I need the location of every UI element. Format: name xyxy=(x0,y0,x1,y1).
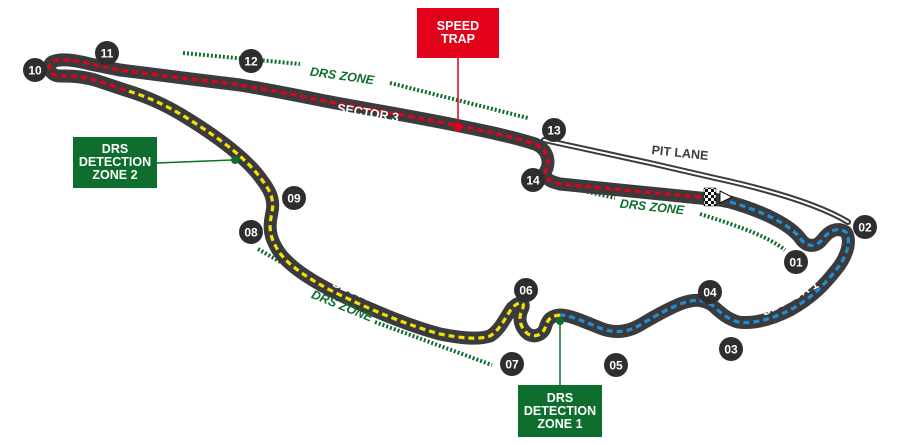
drs-detection-1-line-2: DETECTION xyxy=(523,403,597,418)
svg-text:11: 11 xyxy=(101,47,114,61)
corner-05-marker: 05 xyxy=(604,353,628,377)
drs-zone-top-label: DRS ZONE xyxy=(309,65,376,88)
direction-arrow-icon xyxy=(719,190,734,204)
drs-detection-zone-2-callout: DRS DETECTION ZONE 2 xyxy=(73,137,157,188)
drs-detection-zone-1-callout: DRS DETECTION ZONE 1 xyxy=(518,385,602,437)
corner-12-marker: 12 xyxy=(239,49,263,73)
svg-text:09: 09 xyxy=(287,192,301,206)
corner-01-marker: 01 xyxy=(784,250,808,274)
speed-trap-line-1: SPEED xyxy=(436,19,480,33)
drs-detection-1-line-3: ZONE 1 xyxy=(537,416,583,431)
corner-07-marker: 07 xyxy=(500,352,524,376)
svg-text:10: 10 xyxy=(28,64,42,78)
drs-detection-1-line-1: DRS xyxy=(546,390,574,405)
drs-detection-2-point xyxy=(231,156,239,164)
svg-text:13: 13 xyxy=(547,124,561,138)
svg-text:07: 07 xyxy=(505,358,519,372)
drs-detection-2-connector xyxy=(156,159,233,164)
pit-lane-label: PIT LANE xyxy=(651,143,709,163)
svg-text:05: 05 xyxy=(609,359,623,373)
svg-text:12: 12 xyxy=(244,55,258,69)
drs-zone-top-marking xyxy=(182,51,301,66)
sector-1-line xyxy=(559,200,850,334)
corner-03-marker: 03 xyxy=(719,337,743,361)
svg-text:08: 08 xyxy=(244,226,258,240)
corner-14-marker: 14 xyxy=(521,168,545,192)
drs-zone-right-marking-2 xyxy=(699,212,787,252)
svg-text:04: 04 xyxy=(703,286,717,300)
corner-09-marker: 09 xyxy=(282,186,306,210)
sector-2-line xyxy=(124,88,561,340)
drs-detection-1-point xyxy=(556,317,564,325)
speed-trap-line-2: TRAP xyxy=(440,32,476,46)
drs-detection-2-line-1: DRS xyxy=(101,142,129,156)
corner-11-marker: 11 xyxy=(95,41,119,65)
svg-text:03: 03 xyxy=(724,343,738,357)
drs-zone-right-label: DRS ZONE xyxy=(619,197,685,218)
drs-zone-left-marking-2 xyxy=(374,320,493,367)
corner-13-marker: 13 xyxy=(542,118,566,142)
corner-08-marker: 08 xyxy=(239,220,263,244)
svg-text:14: 14 xyxy=(526,174,540,188)
chequered-flag-icon xyxy=(703,187,717,207)
drs-zone-right-marking xyxy=(547,181,616,200)
speed-trap-callout: SPEED TRAP xyxy=(417,8,499,58)
svg-text:06: 06 xyxy=(519,284,533,298)
corner-02-marker: 02 xyxy=(853,215,877,239)
corner-04-marker: 04 xyxy=(698,280,722,304)
corner-10-marker: 10 xyxy=(23,58,47,82)
speed-trap-point xyxy=(453,122,463,132)
pit-lane-inner xyxy=(543,139,849,223)
corner-06-marker: 06 xyxy=(514,278,538,302)
drs-detection-2-line-3: ZONE 2 xyxy=(92,168,138,182)
drs-detection-2-line-2: DETECTION xyxy=(78,155,152,169)
sector-3-line xyxy=(47,58,711,200)
svg-text:02: 02 xyxy=(858,221,872,235)
svg-text:01: 01 xyxy=(789,256,803,270)
